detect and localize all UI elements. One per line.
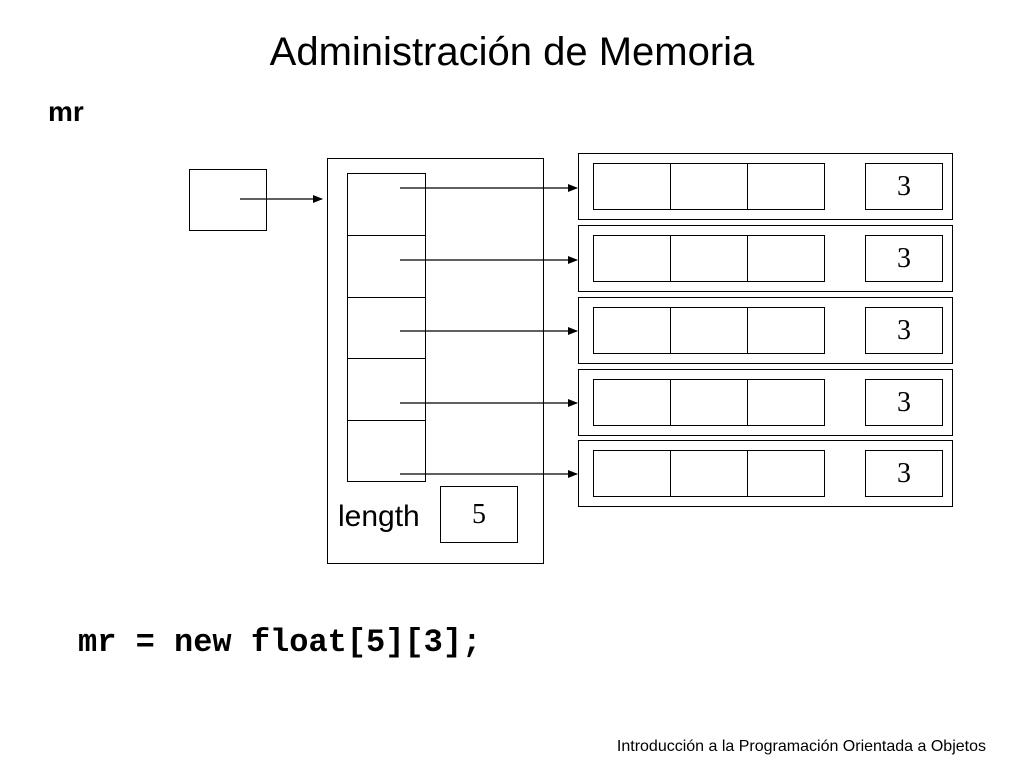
row-0-element-2 [747,163,825,210]
row-2-length-value: 3 [865,307,943,354]
code-statement: mr = new float[5][3]; [78,624,482,661]
outer-length-value: 5 [440,486,518,543]
row-4-element-0 [593,450,671,497]
outer-array-object [327,158,544,564]
row-0-element-0 [593,163,671,210]
row-4-element-1 [670,450,748,497]
row-3-element-1 [670,379,748,426]
outer-array-slot-4 [347,420,426,482]
row-1-element-2 [747,235,825,282]
variable-label: mr [48,96,84,127]
outer-length-label: length [338,500,420,533]
row-1-element-0 [593,235,671,282]
reference-box [189,169,267,231]
row-0-length-value: 3 [865,163,943,210]
outer-array-slot-3 [347,358,426,421]
row-3-element-2 [747,379,825,426]
row-1-element-1 [670,235,748,282]
row-4-element-2 [747,450,825,497]
slide-title: Administración de Memoria [269,30,755,74]
row-1-length-value: 3 [865,235,943,282]
row-2-element-2 [747,307,825,354]
row-2-element-1 [670,307,748,354]
outer-array-slot-1 [347,235,426,298]
row-array-2 [578,297,953,364]
row-4-length-value: 3 [865,450,943,497]
row-array-4 [578,440,953,507]
row-array-3 [578,369,953,436]
row-3-length-value: 3 [865,379,943,426]
row-2-element-0 [593,307,671,354]
outer-array-slot-2 [347,297,426,359]
row-array-1 [578,225,953,292]
row-array-0 [578,153,953,220]
outer-array-slot-0 [347,173,426,236]
row-3-element-0 [593,379,671,426]
row-0-element-1 [670,163,748,210]
slide-footer: Introducción a la Programación Orientada… [616,738,986,755]
